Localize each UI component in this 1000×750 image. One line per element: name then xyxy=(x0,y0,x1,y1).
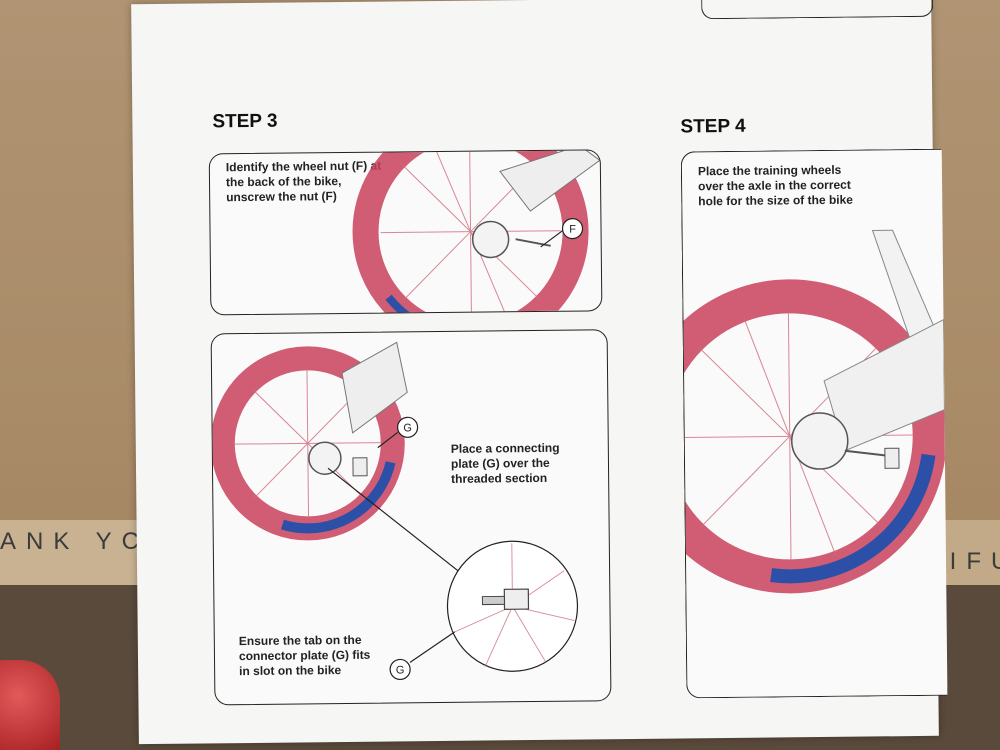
label-g-callout-bottom: G xyxy=(396,664,405,676)
label-f-callout: F xyxy=(569,224,576,236)
step3-panel-1: Identify the wheel nut (F) at the back o… xyxy=(208,149,603,316)
step3-heading: STEP 3 xyxy=(212,110,278,133)
step3-panel2-caption-bottom: Ensure the tab on the connector plate (G… xyxy=(238,632,371,679)
label-g-callout-top: G xyxy=(403,422,412,434)
box-label-strip xyxy=(0,520,140,590)
step4-panel: Place the training wheels over the axle … xyxy=(680,148,948,699)
red-object xyxy=(0,660,60,750)
wheel-illustration-2: G G xyxy=(211,341,579,681)
box-printed-text-left: ANK YC xyxy=(0,528,149,555)
step4-heading: STEP 4 xyxy=(680,115,746,138)
step3-panel2-caption: Place a connecting plate (G) over the th… xyxy=(450,440,560,486)
wheel-illustration-1: F xyxy=(352,150,601,315)
previous-step-panel xyxy=(700,0,934,20)
instruction-sheet: STEP 3 Identify the wheel nut (F) at the… xyxy=(131,0,948,745)
wheel-illustration-3 xyxy=(681,229,947,594)
step3-panel-2: G G Place a connecting plate (G) over th… xyxy=(210,329,612,706)
